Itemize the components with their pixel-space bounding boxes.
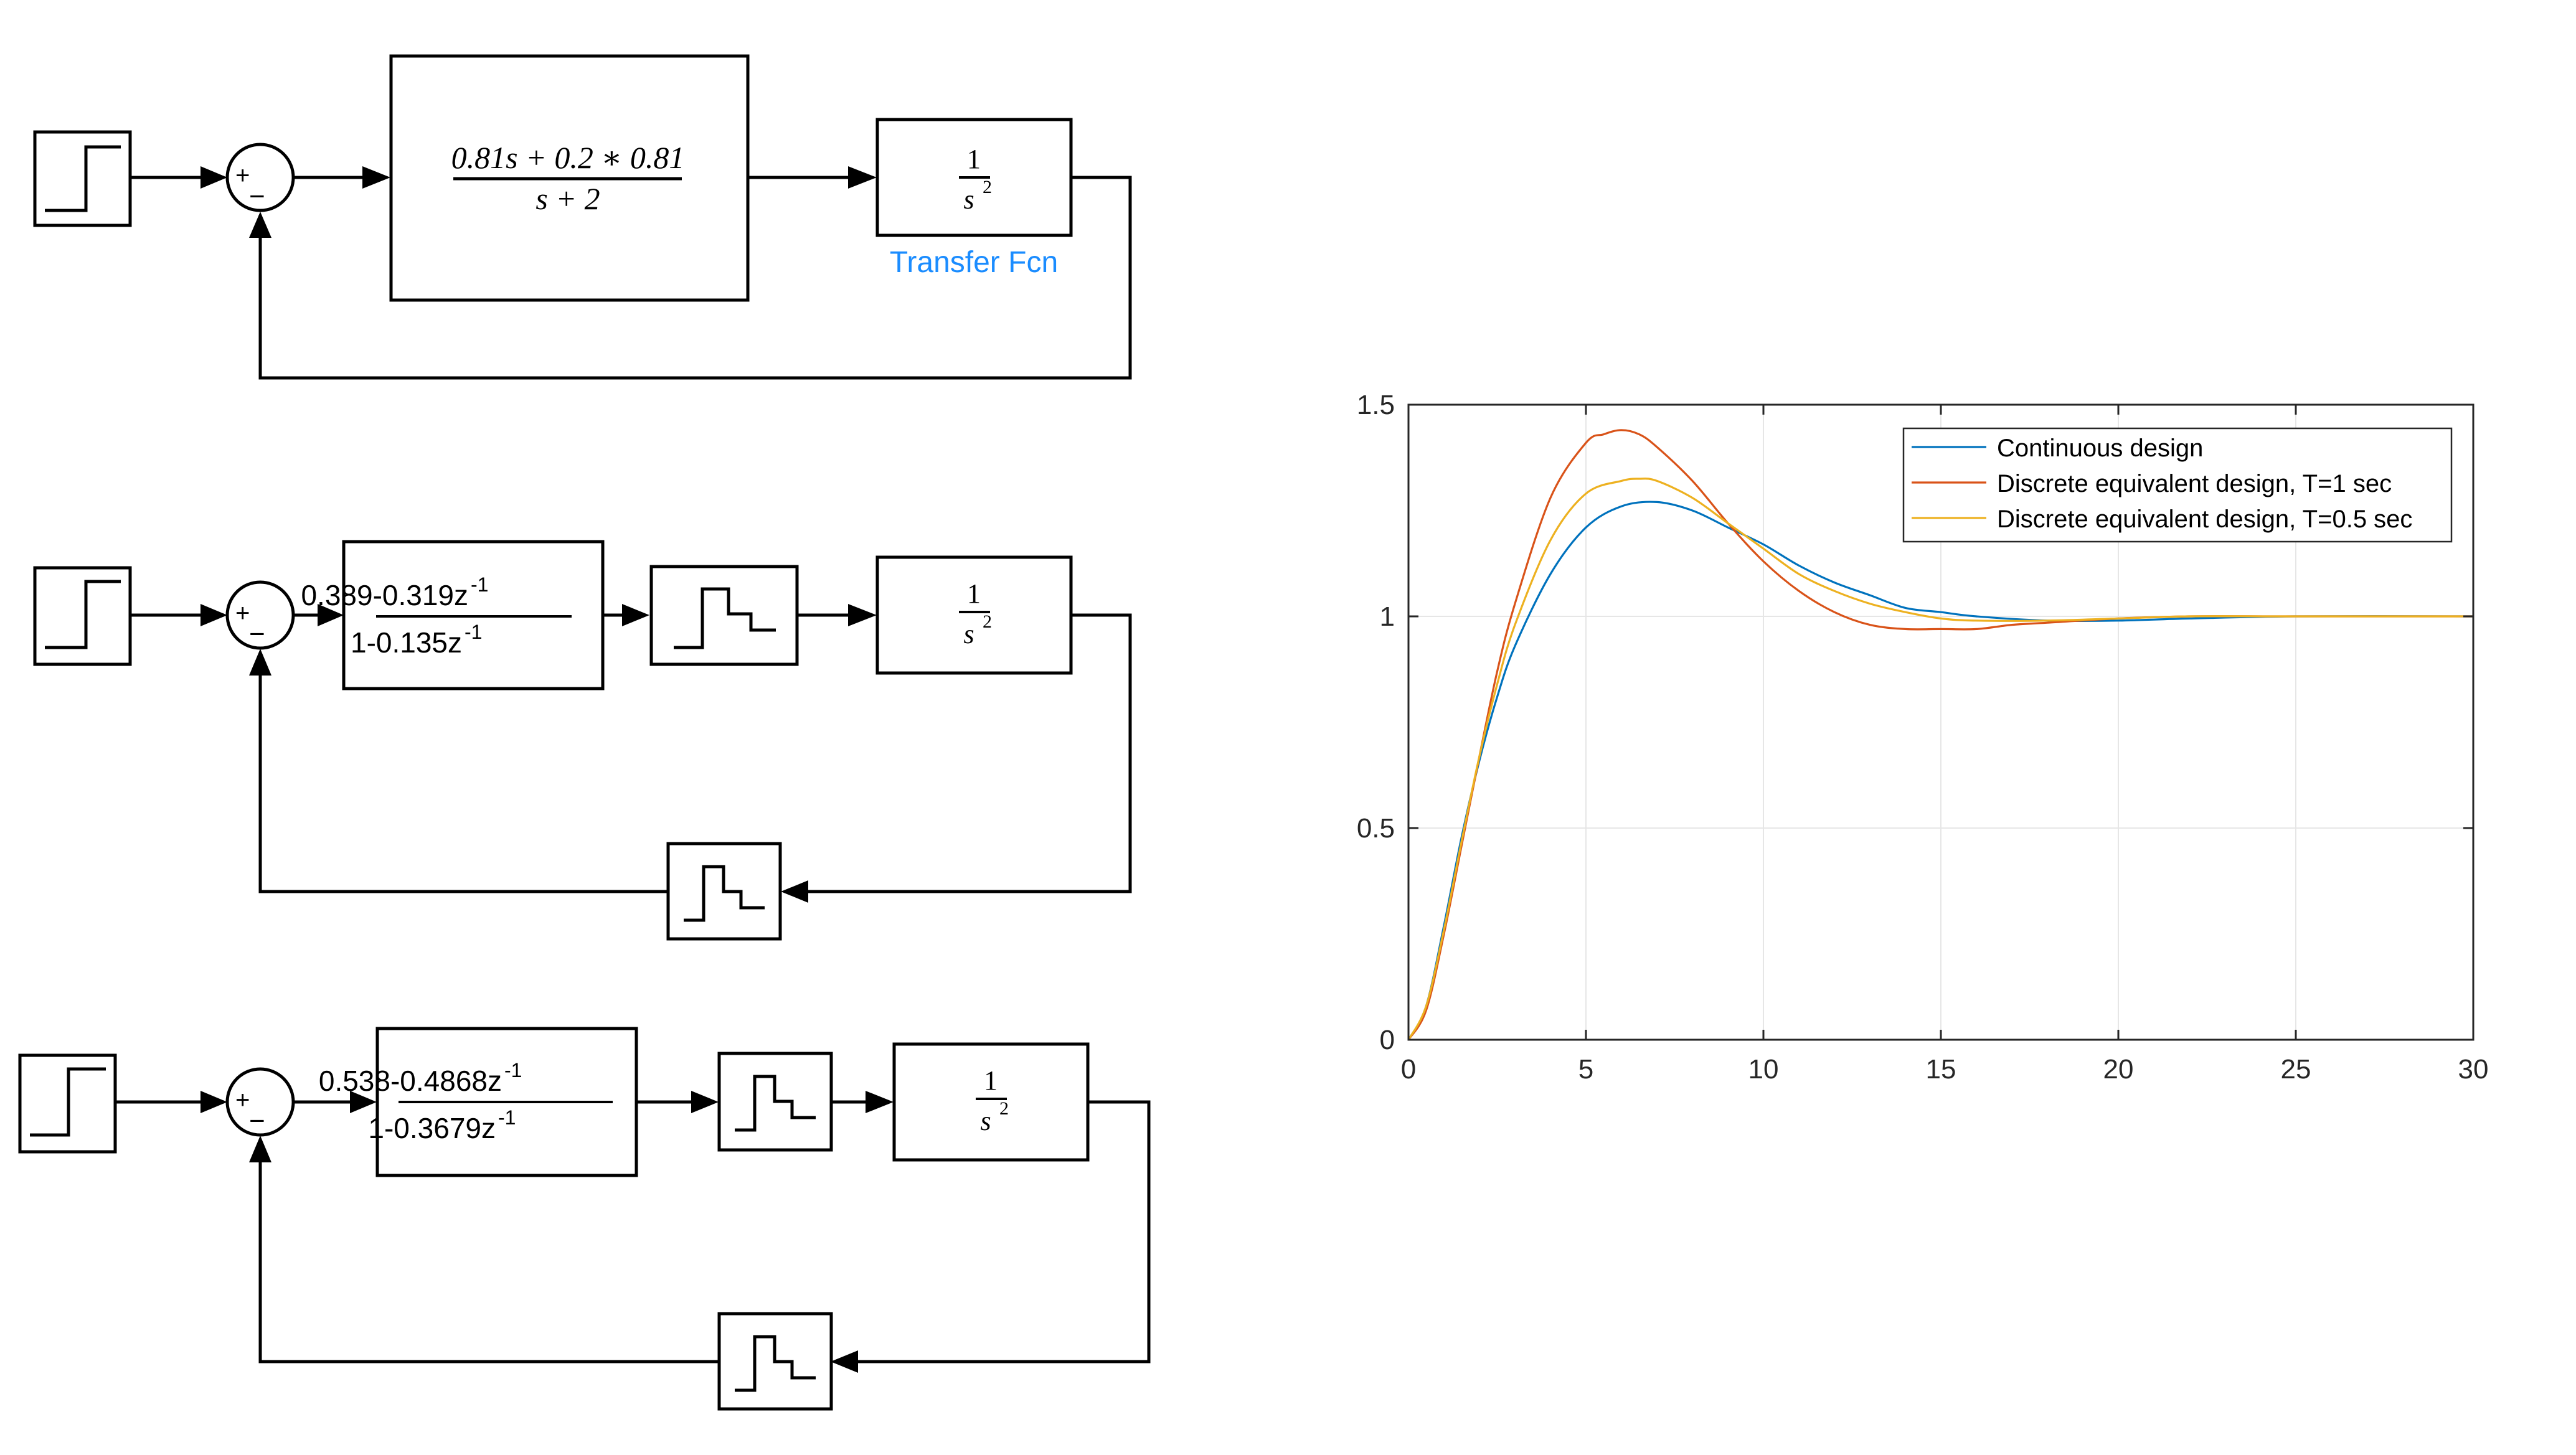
- step-block[interactable]: [33, 130, 132, 227]
- zoh-staircase-icon: [735, 1075, 816, 1132]
- controller-numerator-exponent: -1: [471, 573, 488, 596]
- step-block[interactable]: [33, 566, 132, 666]
- sum-junction[interactable]: + −: [225, 580, 295, 650]
- controller-denominator-exponent: -1: [465, 621, 482, 643]
- plant-numerator: 1: [967, 578, 981, 609]
- zoh-staircase-icon: [674, 587, 776, 649]
- x-tick-label: 10: [1748, 1054, 1779, 1085]
- controller-numerator-exponent: -1: [504, 1059, 522, 1081]
- x-tick-label: 20: [2103, 1054, 2134, 1085]
- x-tick-label: 5: [1578, 1054, 1593, 1085]
- legend-label: Discrete equivalent design, T=0.5 sec: [1997, 506, 2412, 533]
- sum-plus-sign: +: [235, 162, 250, 189]
- discrete-controller-block[interactable]: 0.538-0.4868z -1 1-0.3679z -1: [319, 1027, 638, 1177]
- axis-ticks: 0 5 10 15 20 25 30 0 0.5 1 1.5: [1357, 390, 2489, 1085]
- y-tick-label: 0.5: [1357, 813, 1395, 844]
- controller-denominator-exponent: -1: [498, 1106, 516, 1129]
- controller-numerator: 0.538-0.4868z: [319, 1065, 502, 1097]
- controller-numerator: 0.81s + 0.2 ∗ 0.81: [451, 140, 685, 175]
- x-tick-label: 15: [1926, 1054, 1956, 1085]
- sum-junction[interactable]: + −: [225, 143, 295, 212]
- plant-denominator-exponent: 2: [983, 611, 992, 632]
- sum-junction[interactable]: + −: [225, 1067, 295, 1137]
- y-tick-label: 1.5: [1357, 390, 1395, 420]
- feedback-path: [258, 1139, 719, 1363]
- feedback-path: [258, 176, 1132, 380]
- plant-block-label: Transfer Fcn: [890, 246, 1058, 279]
- plant-numerator: 1: [984, 1065, 998, 1096]
- step-response-chart: 0 5 10 15 20 25 30 0 0.5 1 1.5 Continuous designDi…: [1357, 390, 2489, 1085]
- y-tick-label: 1: [1380, 601, 1395, 632]
- x-tick-label: 30: [2458, 1054, 2489, 1085]
- controller-denominator: s + 2: [535, 181, 600, 216]
- feedback-path: [786, 613, 1132, 893]
- x-tick-label: 25: [2281, 1054, 2311, 1085]
- zero-order-hold-block[interactable]: [717, 1052, 833, 1152]
- feedback-path: [258, 652, 668, 893]
- plant-numerator: 1: [967, 144, 981, 174]
- sum-plus-sign: +: [235, 600, 250, 627]
- controller-denominator: 1-0.135z: [351, 626, 462, 659]
- discrete-T05-diagram: + − 0.538-0.4868z -1 1-0.3679z -1 1 s 2: [18, 1027, 1151, 1411]
- zero-order-hold-block[interactable]: [649, 565, 799, 666]
- plant-denominator-exponent: 2: [999, 1098, 1009, 1119]
- sum-minus-sign: −: [249, 619, 265, 649]
- discrete-controller-block[interactable]: 0.389-0.319z -1 1-0.135z -1: [301, 540, 605, 690]
- feedback-sampler-block[interactable]: [717, 1312, 833, 1411]
- feedback-sampler-block[interactable]: [666, 842, 782, 941]
- zoh-staircase-icon: [735, 1335, 816, 1392]
- zoh-staircase-icon: [684, 865, 765, 922]
- sum-plus-sign: +: [235, 1086, 250, 1114]
- plant-denominator-exponent: 2: [983, 177, 992, 197]
- series-lines: [1407, 429, 2474, 1040]
- series-line-discrete-T05: [1407, 478, 2473, 1040]
- controller-numerator: 0.389-0.319z: [301, 579, 468, 611]
- feedback-path: [834, 1100, 1151, 1363]
- plant-denominator: s: [963, 619, 974, 649]
- plant-block[interactable]: 1 s 2: [892, 1042, 1090, 1162]
- x-tick-label: 0: [1401, 1054, 1416, 1085]
- plant-denominator: s: [963, 184, 974, 215]
- plant-block[interactable]: 1 s 2: [875, 555, 1073, 675]
- legend-label: Continuous design: [1997, 435, 2203, 462]
- controller-denominator: 1-0.3679z: [368, 1112, 496, 1144]
- controller-transfer-fcn-block[interactable]: 0.81s + 0.2 ∗ 0.81 s + 2: [389, 54, 750, 302]
- plant-block[interactable]: 1 s 2: [875, 118, 1073, 237]
- legend-label: Discrete equivalent design, T=1 sec: [1997, 470, 2392, 497]
- plant-denominator: s: [980, 1106, 991, 1136]
- continuous-diagram: + − 0.81s + 0.2 ∗ 0.81 s + 2 1 s 2 Trans…: [33, 54, 1132, 380]
- sum-minus-sign: −: [249, 181, 265, 212]
- y-tick-label: 0: [1380, 1025, 1395, 1055]
- discrete-T1-diagram: + − 0.389-0.319z -1 1-0.135z -1 1 s 2: [33, 540, 1132, 941]
- legend-box: [1902, 427, 2453, 543]
- sum-minus-sign: −: [249, 1106, 265, 1136]
- step-block[interactable]: [18, 1053, 117, 1154]
